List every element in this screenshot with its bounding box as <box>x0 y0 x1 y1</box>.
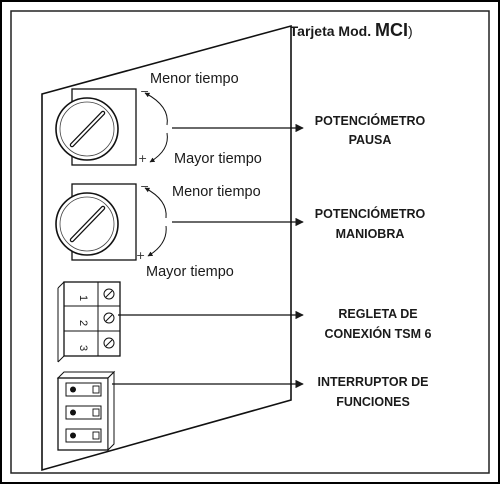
screwdriver-slot-icon <box>69 205 106 243</box>
min-direction-arrow <box>144 92 168 126</box>
callout-label-line2: MANIOBRA <box>336 227 405 241</box>
min-time-label: Menor tiempo <box>172 184 261 200</box>
callout-label-line1: REGLETA DE <box>338 307 417 321</box>
terminal-number: 3 <box>77 345 89 351</box>
potentiometer-pausa: − + Menor tiempo Mayor tiempo POTENCIÓME… <box>55 71 426 167</box>
min-time-label: Menor tiempo <box>150 71 239 87</box>
dip-switch: INTERRUPTOR DE FUNCIONES <box>56 370 429 452</box>
callout-label-line1: POTENCIÓMETRO <box>315 206 426 221</box>
dip-switch-top <box>56 371 116 379</box>
callout-label-line1: INTERRUPTOR DE <box>318 375 429 389</box>
terminal-number: 1 <box>77 295 89 301</box>
max-direction-arrow <box>149 132 168 163</box>
toggle-switch <box>65 428 102 443</box>
terminal-number: 2 <box>77 320 89 326</box>
screwdriver-slot-icon <box>69 110 106 148</box>
plus-sign: + <box>136 249 145 262</box>
max-direction-arrow <box>147 225 167 257</box>
minus-sign: − <box>140 85 149 98</box>
minus-sign: − <box>140 180 149 193</box>
screw-icon <box>103 337 115 349</box>
inner-frame <box>10 10 490 474</box>
pot-knob-rim <box>59 101 115 157</box>
card-title: (Tarjeta Mod. MCI) <box>285 20 413 40</box>
terminal-edge <box>57 281 65 289</box>
callout-label-line2: FUNCIONES <box>336 395 410 409</box>
toggle-switch <box>65 405 102 420</box>
max-time-label: Mayor tiempo <box>174 151 262 167</box>
callout-label-line1: POTENCIÓMETRO <box>315 113 426 128</box>
terminal-block: 1 2 3 REGLETA DE CONEXIÓN TSM 6 <box>57 281 432 363</box>
terminal-edge <box>57 355 65 363</box>
toggle-switch <box>65 382 102 397</box>
min-direction-arrow <box>144 187 167 219</box>
pot-knob-rim <box>59 196 115 252</box>
callout-label-line2: PAUSA <box>349 133 392 147</box>
callout-label-line2: CONEXIÓN TSM 6 <box>325 326 432 341</box>
screw-icon <box>103 288 115 300</box>
dip-switch-side <box>107 370 115 452</box>
screw-icon <box>103 312 115 324</box>
potentiometer-maniobra: − + Menor tiempo Mayor tiempo POTENCIÓME… <box>55 180 426 280</box>
max-time-label: Mayor tiempo <box>146 264 234 280</box>
plus-sign: + <box>138 152 147 165</box>
